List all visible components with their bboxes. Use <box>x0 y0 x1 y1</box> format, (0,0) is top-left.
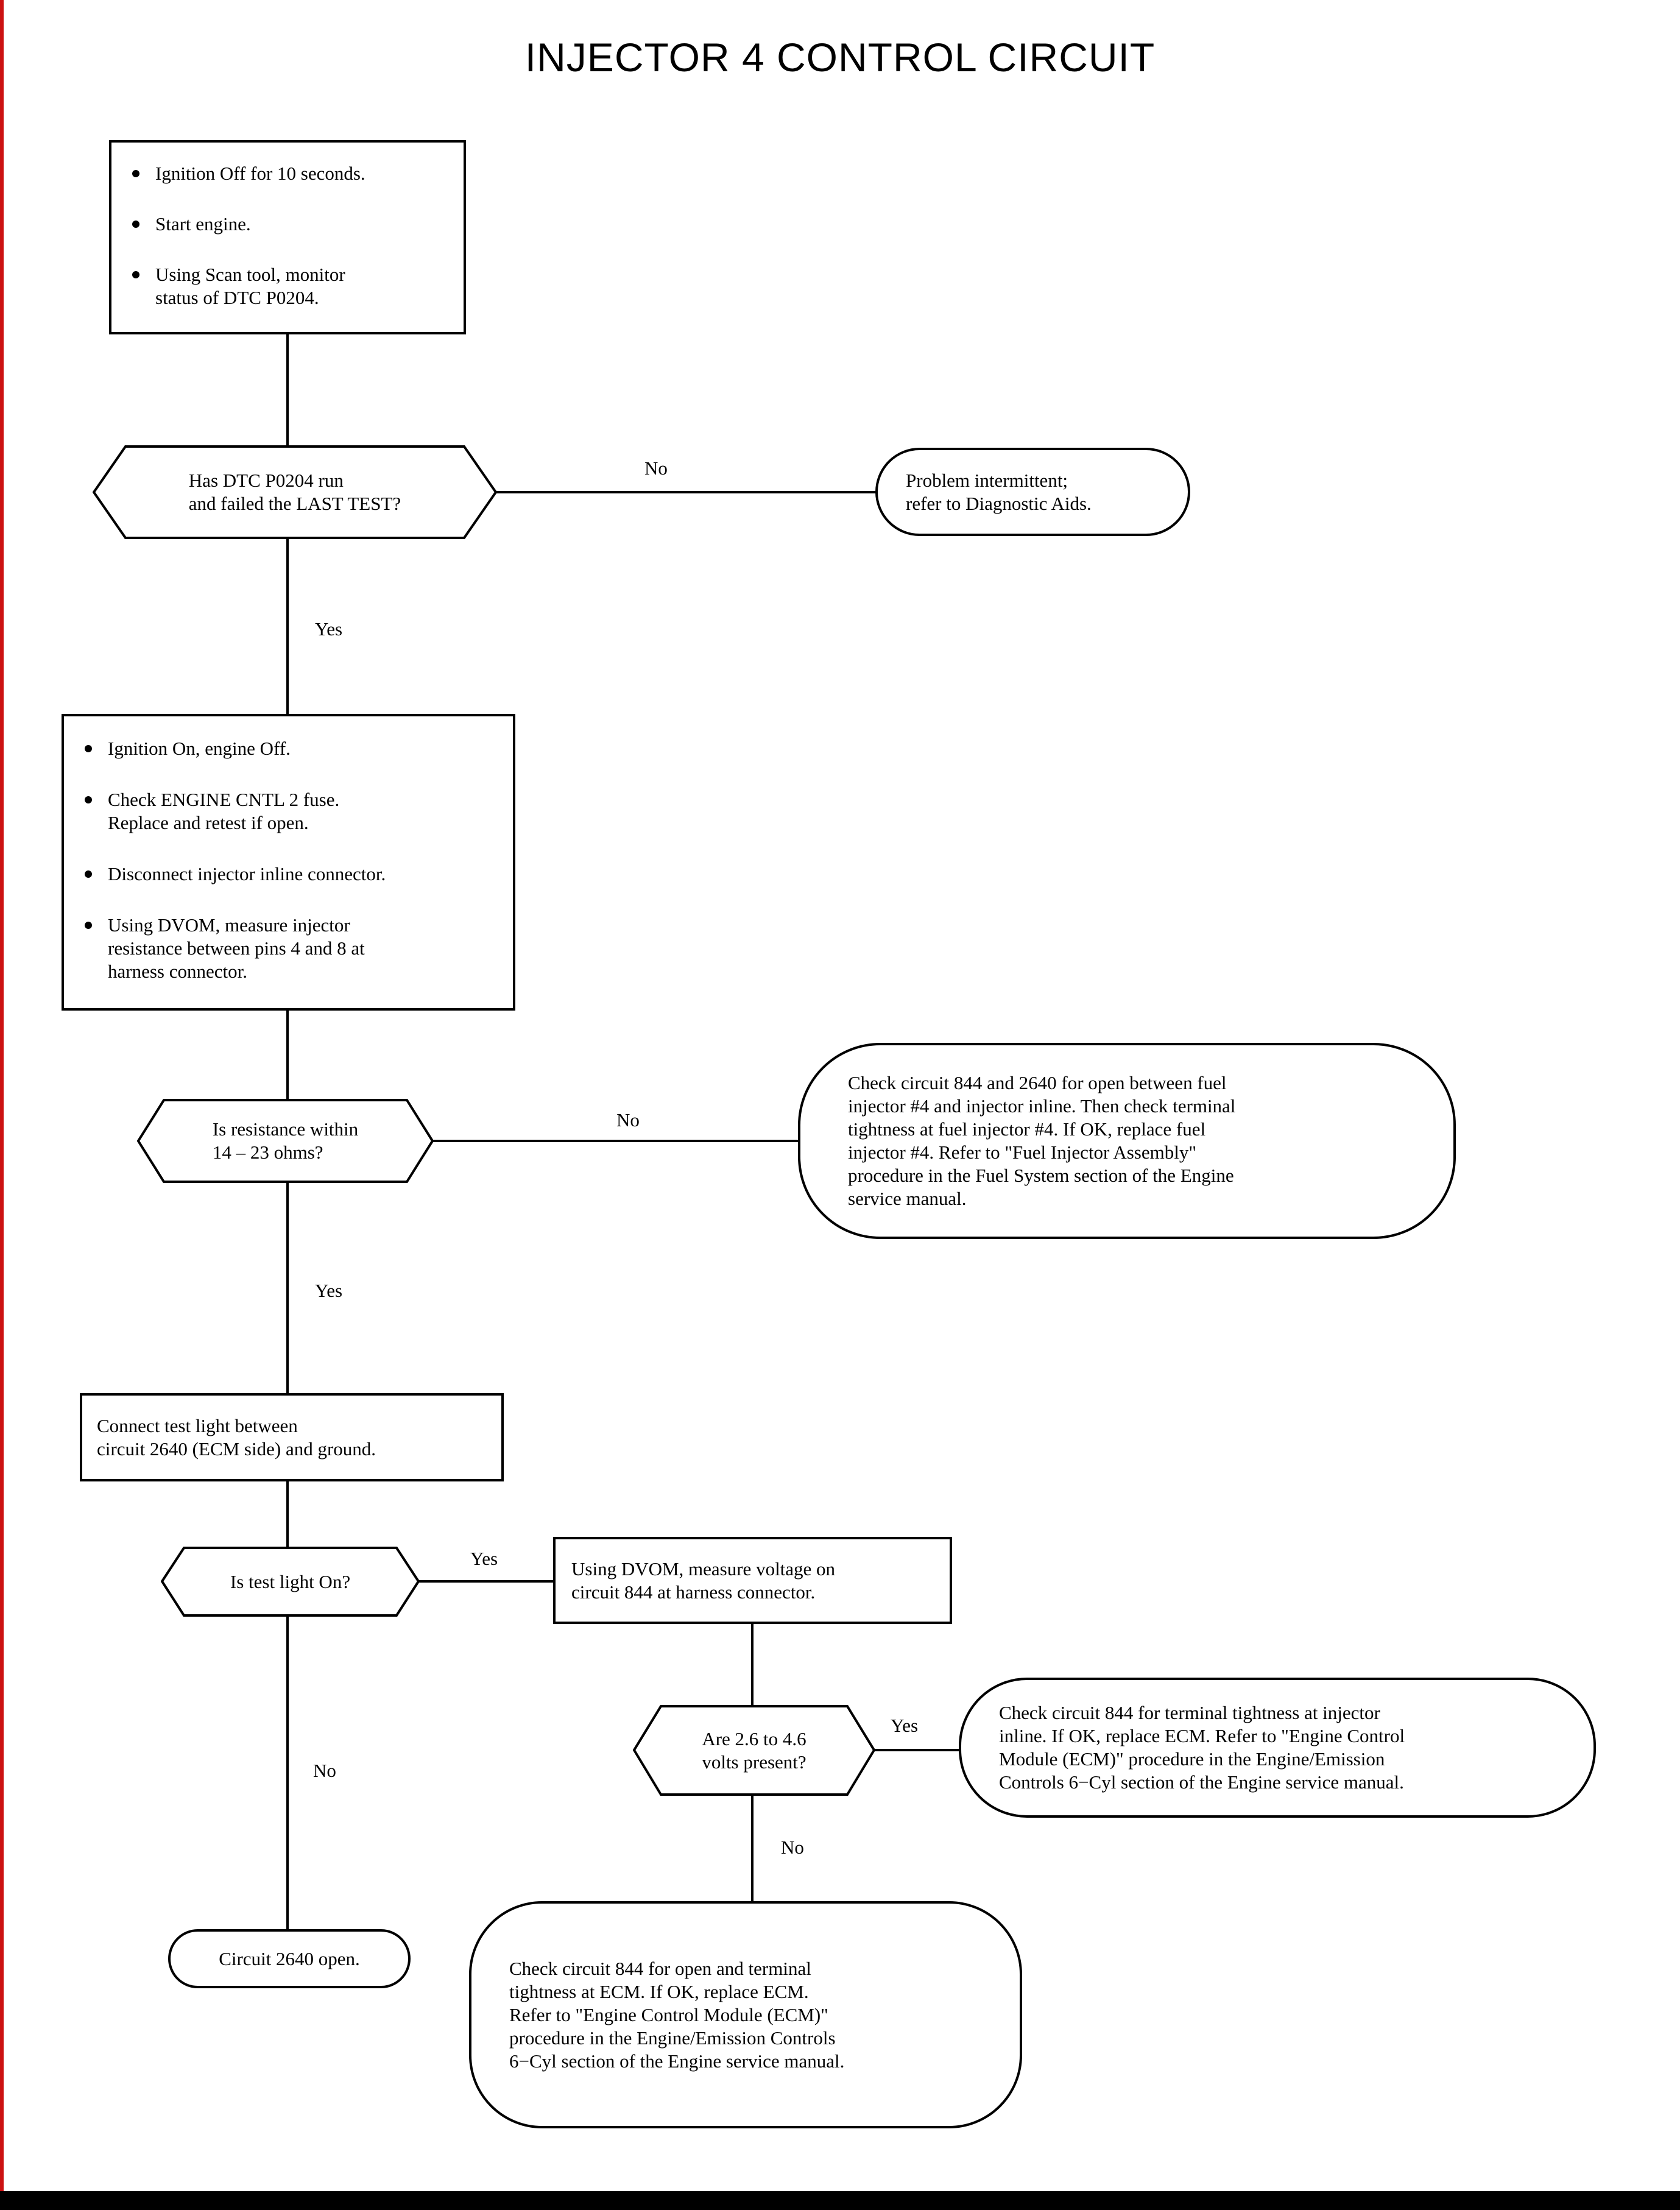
step-measure-voltage: Using DVOM, measure voltage on circuit 8… <box>553 1537 952 1624</box>
connector-step4-decision4 <box>751 1624 754 1705</box>
connector-step2-decision2 <box>286 1011 289 1099</box>
connector-decision1-yes <box>286 539 289 714</box>
outcome-text: Circuit 2640 open. <box>219 1947 360 1969</box>
page-bottom-black-bar <box>0 2191 1680 2210</box>
start-steps-box: Ignition Off for 10 seconds. Start engin… <box>109 140 466 334</box>
bullet-icon <box>85 796 92 803</box>
bullet-icon <box>85 870 92 878</box>
list-item: Ignition On, engine Off. <box>85 737 501 760</box>
step-text: Using DVOM, measure voltage on circuit 8… <box>571 1558 836 1603</box>
decision-dtc-p0204: Has DTC P0204 run and failed the LAST TE… <box>93 445 497 539</box>
outcome-problem-intermittent: Problem intermittent; refer to Diagnosti… <box>875 448 1190 536</box>
edge-label-no-decision1: No <box>644 457 668 479</box>
connector-decision4-no <box>751 1796 754 1901</box>
bullet-icon <box>132 221 139 228</box>
list-item-text: Ignition Off for 10 seconds. <box>155 163 365 184</box>
list-item: Using DVOM, measure injector resistance … <box>85 914 501 983</box>
bullet-list: Ignition On, engine Off. Check ENGINE CN… <box>85 737 501 983</box>
connector-decision2-yes <box>286 1183 289 1393</box>
decision-voltage: Are 2.6 to 4.6 volts present? <box>633 1705 875 1796</box>
action-check-circuit-844-open: Check circuit 844 for open and terminal … <box>469 1901 1022 2128</box>
list-item-text: Start engine. <box>155 213 251 235</box>
edge-label-yes-decision3: Yes <box>470 1548 498 1569</box>
list-item-text: Using Scan tool, monitor status of DTC P… <box>155 264 345 308</box>
outcome-circuit-2640-open: Circuit 2640 open. <box>168 1929 411 1988</box>
outcome-text: Problem intermittent; refer to Diagnosti… <box>906 469 1092 514</box>
list-item-text: Disconnect injector inline connector. <box>108 863 386 884</box>
decision-resistance: Is resistance within 14 – 23 ohms? <box>137 1099 434 1183</box>
decision-text: Are 2.6 to 4.6 volts present? <box>702 1728 806 1773</box>
hexagon-shape <box>93 445 497 539</box>
edge-label-yes-decision4: Yes <box>891 1715 919 1736</box>
edge-label-yes-decision1: Yes <box>315 618 343 640</box>
bullet-icon <box>132 271 139 278</box>
decision-text: Has DTC P0204 run and failed the LAST TE… <box>188 470 401 514</box>
bullet-list: Ignition Off for 10 seconds. Start engin… <box>132 162 449 309</box>
bullet-icon <box>132 170 139 177</box>
action-text: Check circuit 844 for open and terminal … <box>509 1957 845 2072</box>
page-title: INJECTOR 4 CONTROL CIRCUIT <box>524 35 1156 80</box>
connector-decision2-no <box>432 1140 799 1142</box>
decision-text: Is resistance within 14 – 23 ohms? <box>212 1118 359 1163</box>
step-text: Connect test light between circuit 2640 … <box>97 1414 376 1460</box>
action-check-circuit-844-2640: Check circuit 844 and 2640 for open betw… <box>798 1043 1456 1239</box>
step-connect-test-light: Connect test light between circuit 2640 … <box>80 1393 504 1481</box>
bullet-icon <box>85 922 92 929</box>
action-text: Check circuit 844 for terminal tightness… <box>999 1702 1405 1793</box>
connector-decision3-yes <box>418 1580 554 1583</box>
action-text: Check circuit 844 and 2640 for open betw… <box>848 1072 1236 1209</box>
edge-label-no-decision2: No <box>616 1109 640 1131</box>
list-item: Check ENGINE CNTL 2 fuse. Replace and re… <box>85 788 501 835</box>
edge-label-no-decision4: No <box>781 1837 804 1858</box>
bullet-icon <box>85 745 92 752</box>
connector-decision1-no <box>496 491 877 493</box>
page-left-red-line <box>0 0 4 2191</box>
list-item: Ignition Off for 10 seconds. <box>132 162 449 185</box>
connector-decision4-yes <box>874 1749 960 1751</box>
list-item: Using Scan tool, monitor status of DTC P… <box>132 263 449 309</box>
steps-check-fuse-box: Ignition On, engine Off. Check ENGINE CN… <box>62 714 515 1011</box>
list-item-text: Using DVOM, measure injector resistance … <box>108 914 365 982</box>
connector-step3-decision3 <box>286 1481 289 1547</box>
list-item: Disconnect injector inline connector. <box>85 863 501 886</box>
list-item-text: Ignition On, engine Off. <box>108 738 291 759</box>
action-check-circuit-844-terminal: Check circuit 844 for terminal tightness… <box>959 1678 1596 1818</box>
decision-test-light: Is test light On? <box>161 1547 420 1617</box>
decision-text: Is test light On? <box>230 1570 351 1592</box>
hexagon-shape <box>161 1547 420 1617</box>
edge-label-no-decision3: No <box>313 1760 336 1781</box>
connector-step1-decision1 <box>286 334 289 445</box>
edge-label-yes-decision2: Yes <box>315 1280 343 1301</box>
list-item: Start engine. <box>132 213 449 236</box>
hexagon-shape <box>633 1705 875 1796</box>
connector-decision3-no <box>286 1617 289 1929</box>
hexagon-shape <box>137 1099 434 1183</box>
list-item-text: Check ENGINE CNTL 2 fuse. Replace and re… <box>108 789 340 833</box>
